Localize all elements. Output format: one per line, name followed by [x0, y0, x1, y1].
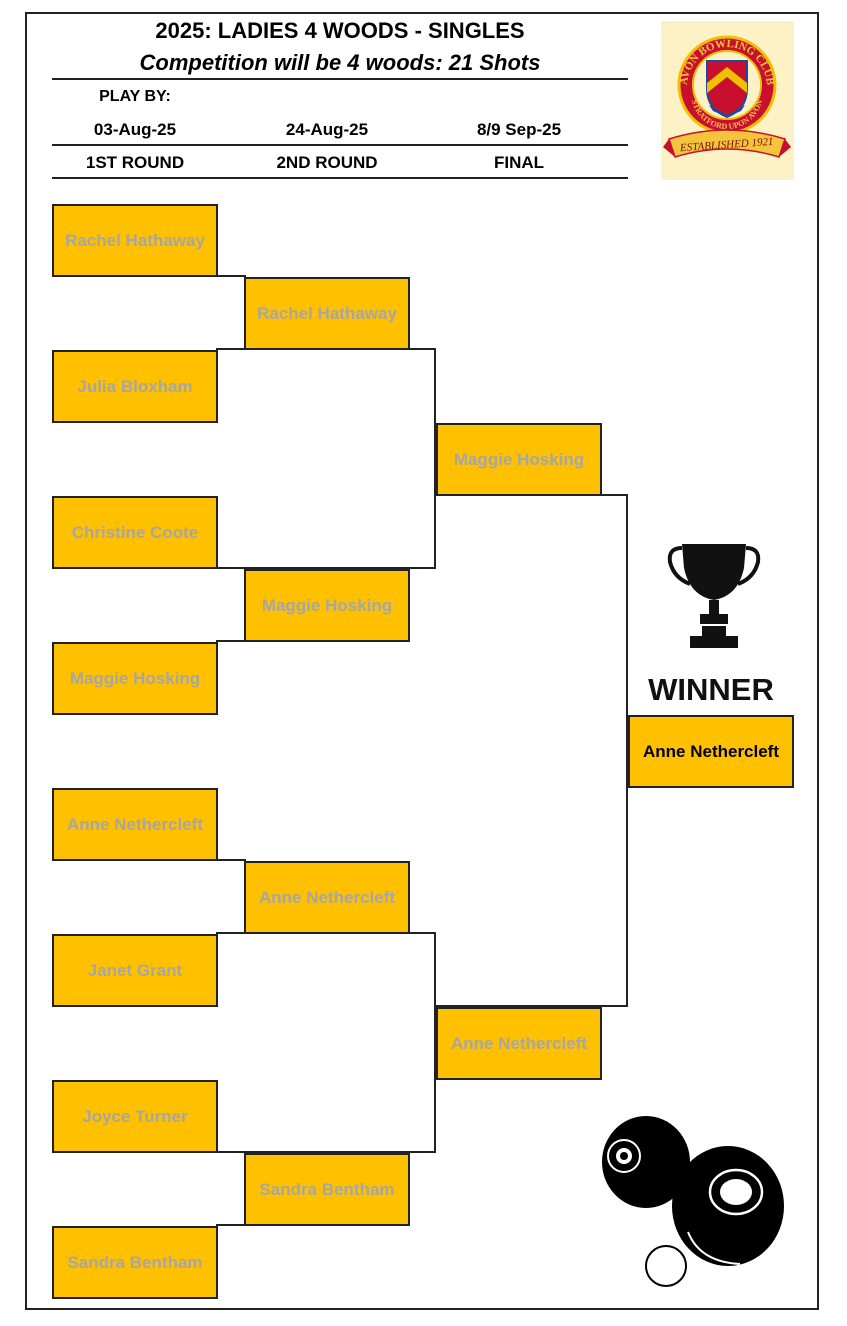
r1-player-6: Janet Grant — [52, 934, 218, 1007]
connector — [216, 275, 246, 277]
round1-date: 03-Aug-25 — [93, 120, 177, 139]
r1-player-4: Maggie Hosking — [52, 642, 218, 715]
header-rule-bottom — [52, 177, 628, 179]
r1-player-8: Sandra Bentham — [52, 1226, 218, 1299]
header-rule-top — [52, 78, 628, 80]
connector — [436, 1005, 628, 1007]
r2-player-1: Rachel Hathaway — [244, 277, 410, 350]
page-subtitle: Competition will be 4 woods: 21 Shots — [139, 50, 541, 75]
r2-player-2: Maggie Hosking — [244, 569, 410, 642]
page-title: 2025: LADIES 4 WOODS - SINGLES — [155, 18, 525, 43]
header-rule-mid — [52, 144, 628, 146]
r1-player-3: Christine Coote — [52, 496, 218, 569]
final-player-2: Anne Nethercleft — [436, 1007, 602, 1080]
r1-player-1: Rachel Hathaway — [52, 204, 218, 277]
r1-player-2: Julia Bloxham — [52, 350, 218, 423]
connector — [434, 348, 436, 569]
final-player-1: Maggie Hosking — [436, 423, 602, 496]
r2-player-4: Sandra Bentham — [244, 1153, 410, 1226]
connector — [216, 859, 246, 861]
round2-label: 2ND ROUND — [276, 153, 378, 172]
connector — [216, 1151, 436, 1153]
bowls-icon — [600, 1112, 790, 1293]
r2-player-3: Anne Nethercleft — [244, 861, 410, 934]
round2-date: 24-Aug-25 — [285, 120, 369, 139]
winner-label: WINNER — [648, 672, 774, 707]
connector — [216, 640, 246, 642]
final-date: 8/9 Sep-25 — [476, 120, 562, 139]
r1-player-7: Joyce Turner — [52, 1080, 218, 1153]
final-label: FINAL — [493, 153, 545, 172]
play-by-label: PLAY BY: — [99, 88, 171, 105]
club-logo: AVON BOWLING CLUB STRATFORD UPON AVON ES… — [661, 21, 794, 180]
connector — [600, 494, 628, 496]
trophy-icon — [664, 538, 764, 655]
connector — [626, 494, 628, 1007]
page-frame — [25, 12, 819, 1310]
connector — [216, 1224, 246, 1226]
r1-player-5: Anne Nethercleft — [52, 788, 218, 861]
round1-label: 1ST ROUND — [85, 153, 185, 172]
winner-box: Anne Nethercleft — [628, 715, 794, 788]
connector — [434, 932, 436, 1153]
connector — [216, 567, 436, 569]
